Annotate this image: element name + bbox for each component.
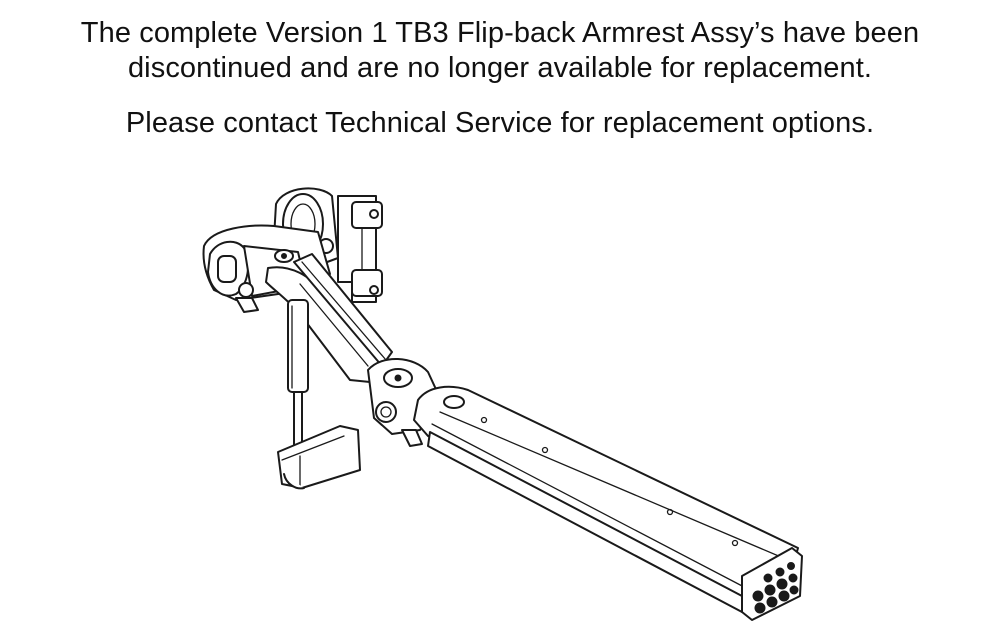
notice-line-2: discontinued and are no longer available… (127, 52, 873, 84)
swing-link-arm (265, 253, 393, 383)
notice-line-1: The complete Version 1 TB3 Flip-back Arm… (80, 17, 920, 49)
discontinued-notice: The complete Version 1 TB3 Flip-back Arm… (0, 16, 1000, 141)
foot-block (277, 425, 361, 490)
armrest-bar (413, 385, 799, 613)
contact-instruction: Please contact Technical Service for rep… (125, 107, 875, 139)
support-post (287, 299, 309, 449)
armrest-end-cap (741, 547, 803, 621)
